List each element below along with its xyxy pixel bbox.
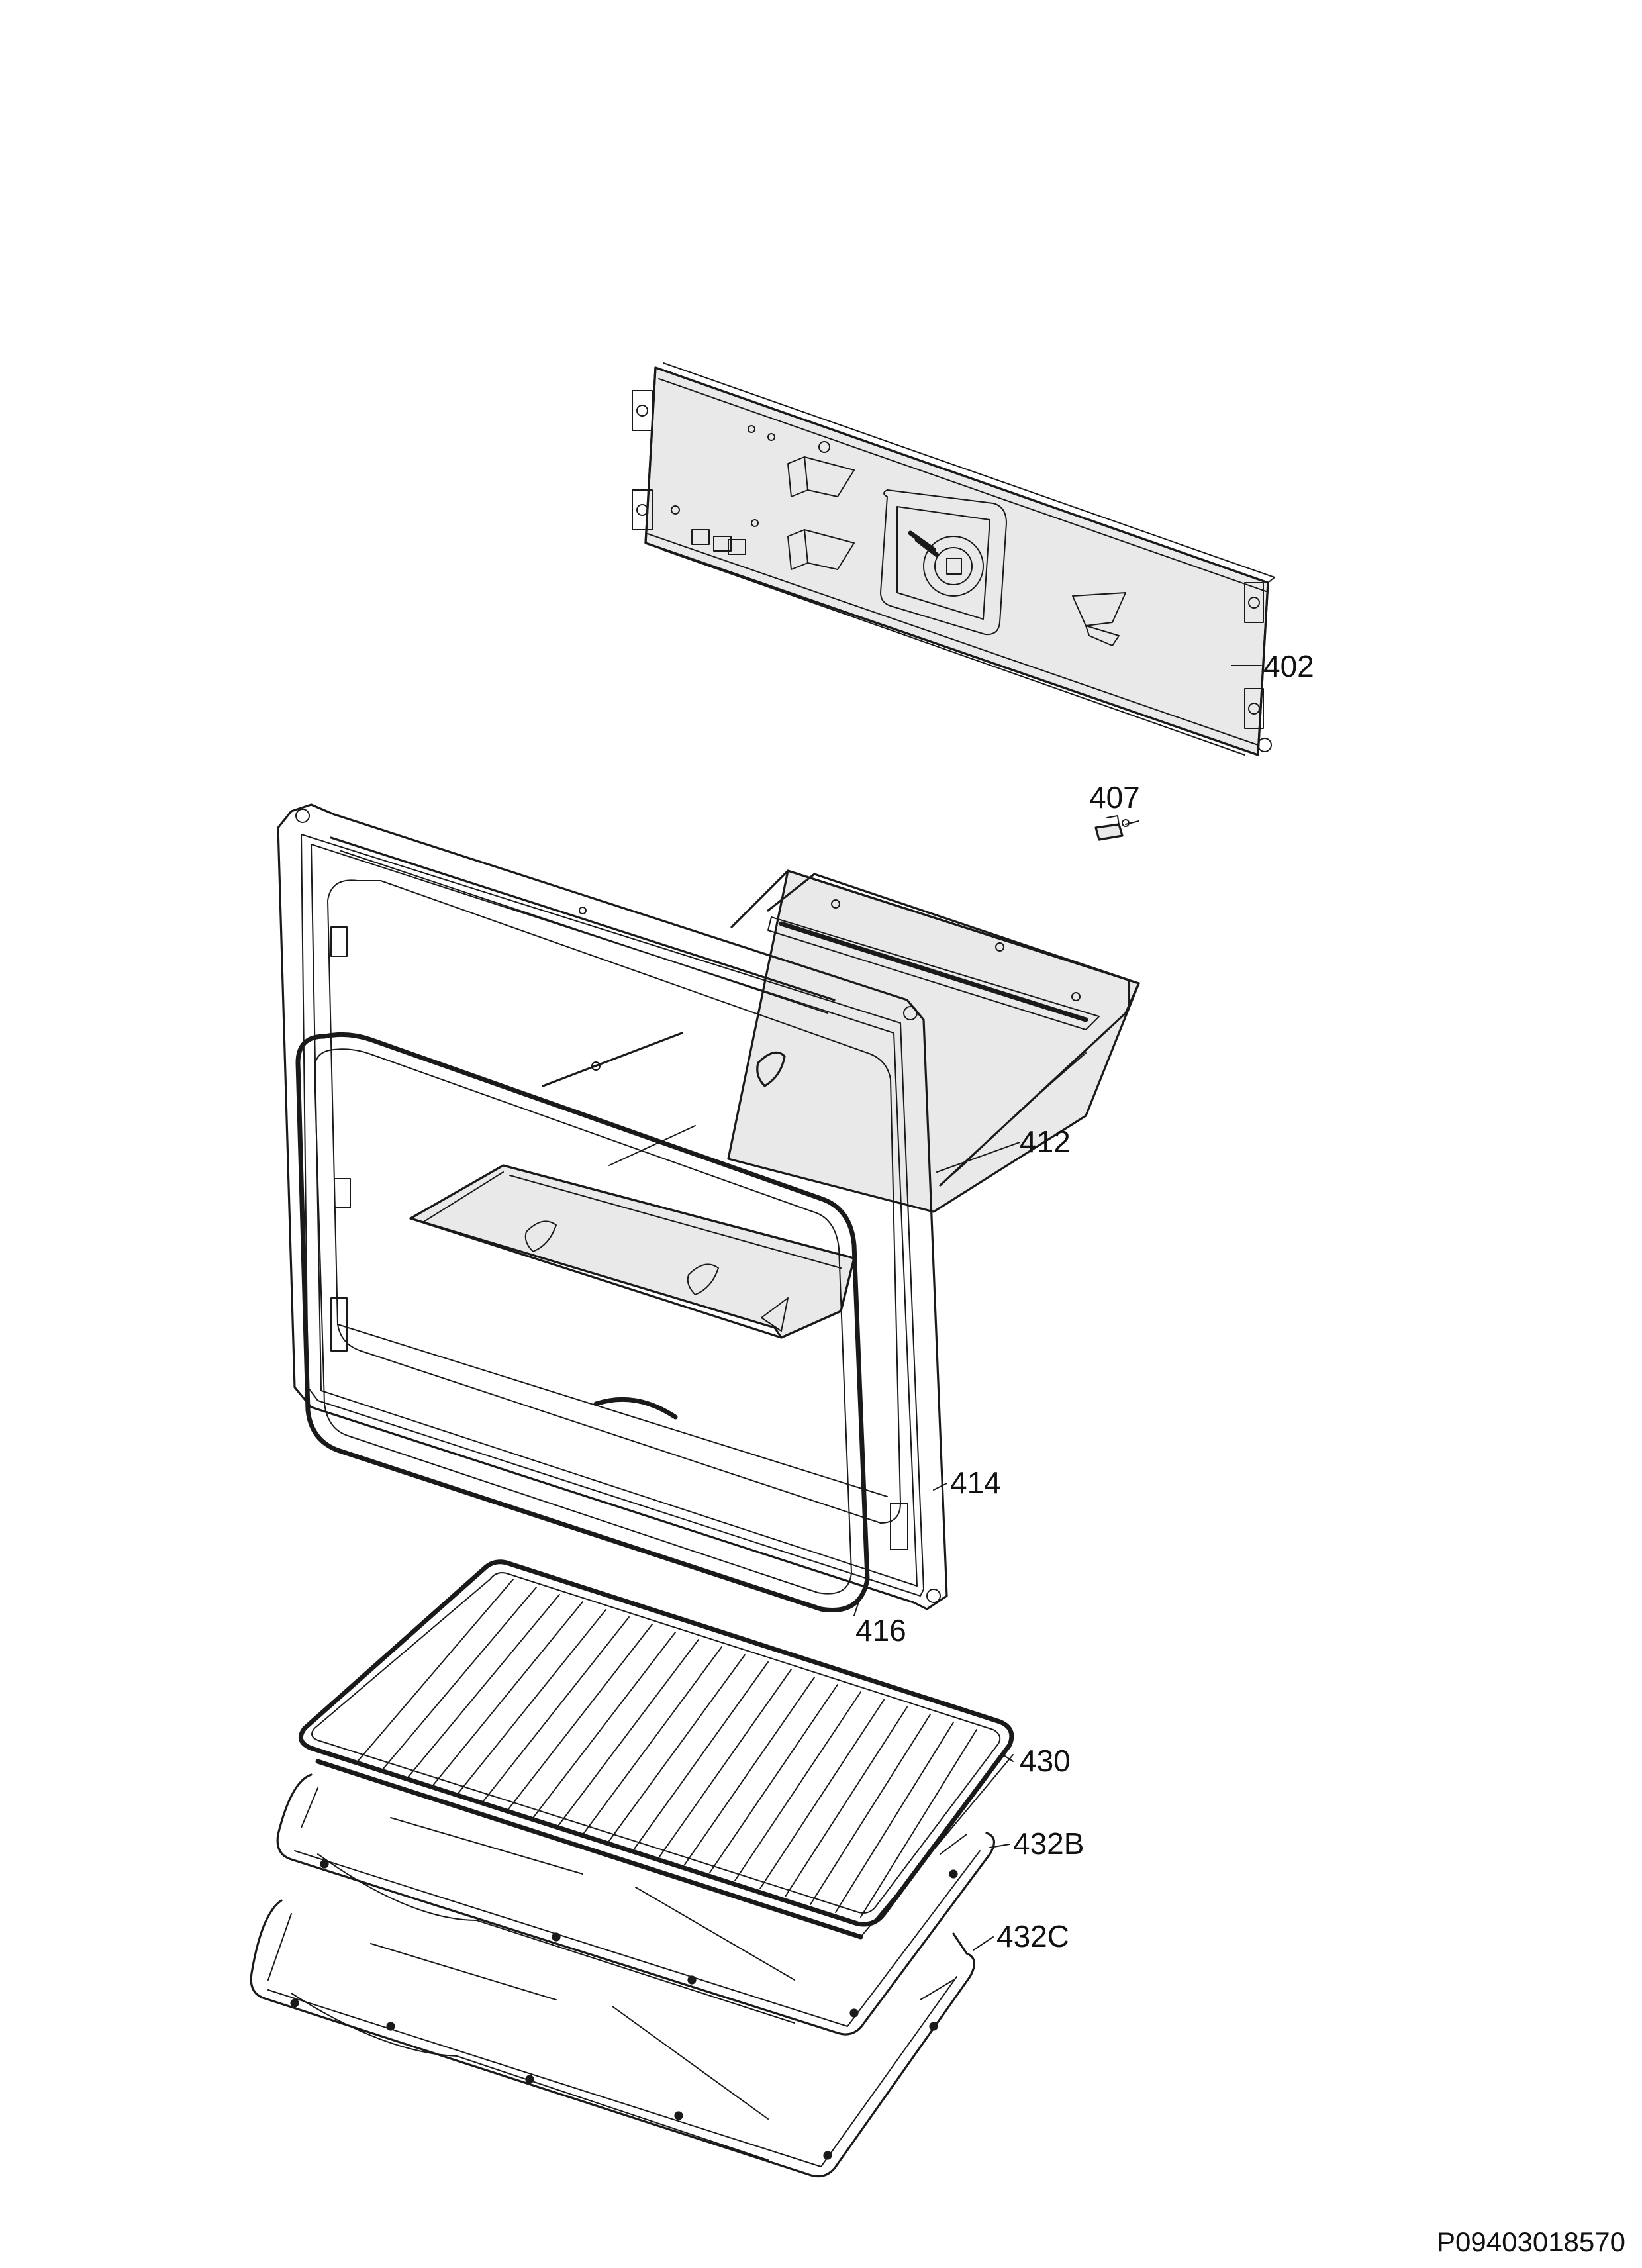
part-412-shelf [409,869,1140,1339]
diagram-reference-code: P09403018570 [1437,2226,1625,2257]
callout-407: 407 [1089,780,1140,814]
part-407-clip [1094,815,1130,841]
callout-416: 416 [855,1613,906,1648]
callout-labels: 402 407 412 414 416 430 432B 432C [855,649,1314,1953]
part-416-door-seal [295,1032,870,1612]
part-432B-shallow-tray [276,1773,995,2036]
part-414-door-frame [277,803,948,1610]
callout-412: 412 [1020,1124,1071,1159]
part-430-wire-grid [298,1559,1014,1940]
part-432C-deep-tray [250,1899,975,2178]
callout-432B: 432B [1013,1826,1084,1861]
callout-402: 402 [1263,649,1314,683]
callout-414: 414 [950,1465,1001,1500]
callout-432C: 432C [996,1919,1069,1953]
callout-430: 430 [1020,1744,1071,1778]
leader-lines [853,665,1262,1951]
part-402-rear-panel [632,362,1275,756]
